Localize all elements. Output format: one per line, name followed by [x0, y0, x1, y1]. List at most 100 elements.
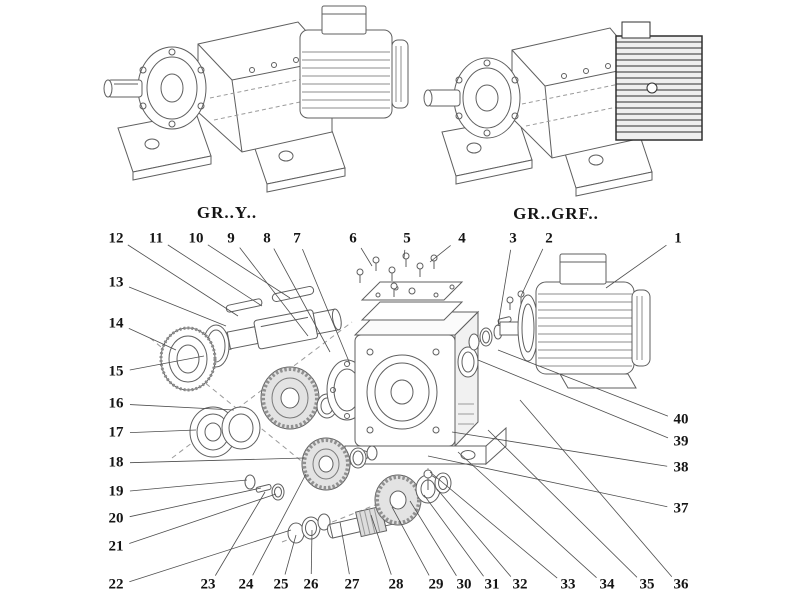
leader-line-9: [239, 247, 309, 337]
leader-line-17: [129, 429, 197, 433]
output-shaft: [223, 308, 342, 350]
leader-line-19: [129, 479, 248, 492]
leader-line-38: [451, 431, 668, 467]
leader-line-37: [427, 455, 668, 508]
leader-line-16: [129, 404, 235, 411]
assembled-view-gr-grf: [423, 21, 703, 197]
intermediate-gear: [301, 437, 351, 491]
callout-21: 21: [108, 538, 124, 555]
callout-40: 40: [673, 411, 689, 428]
callout-26: 26: [303, 576, 319, 593]
callout-24: 24: [238, 576, 254, 593]
leader-line-21: [129, 493, 277, 544]
callout-6: 6: [349, 230, 357, 247]
leader-line-36: [519, 399, 673, 577]
callout-10: 10: [188, 230, 204, 247]
callout-14: 14: [108, 315, 124, 332]
callout-5: 5: [403, 230, 411, 247]
motor-assembled-left: [299, 5, 409, 119]
callout-9: 9: [227, 230, 235, 247]
output-shaft-stub: [103, 79, 143, 98]
leader-line-27: [339, 521, 350, 575]
leader-line-40: [497, 349, 669, 417]
finned-motor-block: [615, 21, 703, 141]
callout-28: 28: [388, 576, 404, 593]
leader-lines-layer: [127, 244, 673, 583]
callout-32: 32: [512, 576, 528, 593]
callout-39: 39: [673, 433, 689, 450]
input-boss: [457, 346, 479, 378]
foot-mounts: [441, 117, 653, 197]
output-shaft-stub: [423, 89, 461, 107]
small-parts-cluster: [244, 474, 285, 501]
leader-line-4: [429, 245, 451, 263]
callout-23: 23: [200, 576, 216, 593]
callout-36: 36: [673, 576, 689, 593]
leader-line-22: [129, 529, 292, 583]
leader-line-30: [409, 500, 457, 576]
callout-17: 17: [108, 424, 124, 441]
callout-27: 27: [344, 576, 360, 593]
callout-4: 4: [458, 230, 466, 247]
leader-line-3: [497, 249, 512, 327]
callout-20: 20: [108, 510, 124, 527]
callout-15: 15: [108, 363, 124, 380]
callout-2: 2: [545, 230, 553, 247]
washer-stack: [287, 513, 331, 544]
leader-line-34: [457, 451, 597, 578]
spacer-rings: [349, 445, 378, 469]
callout-31: 31: [484, 576, 500, 593]
leader-line-15: [129, 355, 205, 371]
callout-12: 12: [108, 230, 124, 247]
leader-line-8: [273, 248, 331, 353]
callout-19: 19: [108, 483, 124, 500]
callout-38: 38: [673, 459, 689, 476]
leader-line-14: [128, 328, 177, 351]
leader-line-31: [423, 494, 484, 577]
front-flange: [137, 46, 207, 130]
model-label-gr-y: GR..Y..: [196, 203, 258, 222]
callout-25: 25: [273, 576, 289, 593]
leader-line-25: [284, 534, 297, 575]
leader-line-5: [403, 249, 406, 259]
callout-18: 18: [108, 454, 124, 471]
terminal-box: [321, 5, 367, 35]
leader-line-23: [214, 491, 266, 576]
assembled-view-gr-y: [103, 5, 409, 193]
leader-line-13: [128, 286, 227, 327]
output-bearings: [189, 406, 261, 458]
callout-35: 35: [639, 576, 655, 593]
leader-line-6: [360, 247, 373, 267]
leader-line-39: [477, 359, 669, 439]
leader-line-29: [391, 506, 430, 576]
leader-line-26: [310, 529, 313, 575]
exploded-view: [149, 252, 651, 544]
gearbox-housing: [344, 310, 507, 466]
model-label-gr-grf: GR..GRF..: [513, 204, 599, 223]
leader-line-10: [207, 244, 291, 299]
callout-13: 13: [108, 274, 124, 291]
motor-exploded: [499, 253, 651, 389]
callout-29: 29: [428, 576, 444, 593]
callout-34: 34: [599, 576, 615, 593]
callout-37: 37: [673, 500, 689, 517]
motor-foot: [559, 373, 637, 389]
front-flange: [453, 57, 521, 139]
callout-16: 16: [108, 395, 124, 412]
callout-11: 11: [148, 230, 164, 247]
leader-line-32: [436, 488, 512, 577]
leader-line-11: [167, 244, 263, 307]
leader-line-12: [127, 244, 239, 317]
leader-line-20: [129, 487, 262, 518]
leader-line-7: [302, 248, 351, 365]
cover-bolts: [356, 252, 438, 297]
callout-22: 22: [108, 576, 124, 593]
leader-line-28: [370, 514, 392, 575]
leader-line-35: [487, 429, 638, 578]
callout-3: 3: [509, 230, 517, 247]
leader-line-33: [429, 471, 558, 579]
leader-line-18: [129, 457, 305, 464]
leader-line-2: [520, 248, 544, 297]
